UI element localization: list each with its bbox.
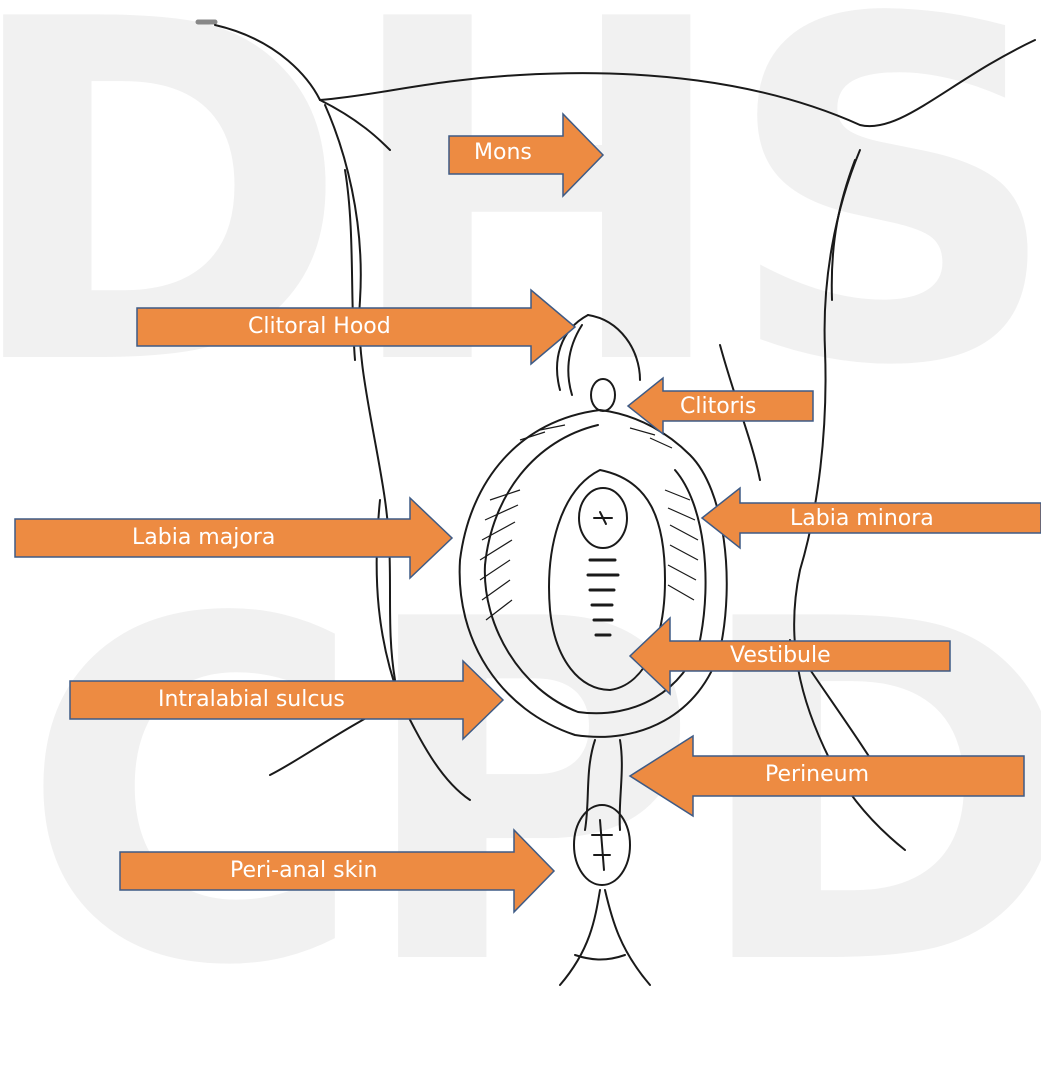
diagram-canvas: DHS CPD: [0, 0, 1041, 1009]
label-intralabial-sulcus: Intralabial sulcus: [158, 689, 345, 711]
label-clitoral-hood: Clitoral Hood: [248, 316, 391, 338]
label-labia-majora: Labia majora: [132, 527, 275, 549]
label-perineum: Perineum: [765, 764, 869, 786]
label-peri-anal-skin: Peri-anal skin: [230, 860, 377, 882]
label-clitoris: Clitoris: [680, 396, 756, 418]
label-mons: Mons: [474, 142, 532, 164]
label-labia-minora: Labia minora: [790, 508, 934, 530]
label-vestibule: Vestibule: [730, 645, 831, 667]
